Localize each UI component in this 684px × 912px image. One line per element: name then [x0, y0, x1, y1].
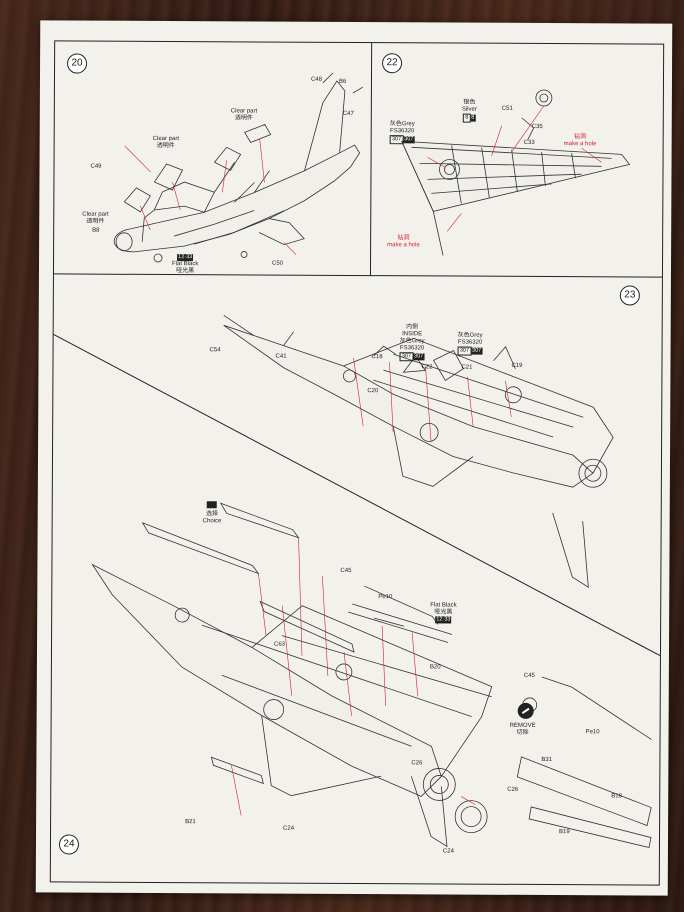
c45-label: C45: [340, 567, 352, 574]
instruction-sheet: 20: [35, 20, 673, 896]
c49-label: C49: [90, 163, 102, 170]
remove-icon: [517, 702, 534, 719]
c45-label-b: C45: [523, 672, 535, 679]
step-20-drawing: [113, 72, 364, 263]
c19-label: C19: [511, 362, 523, 369]
c48-label: C48: [310, 76, 323, 83]
step-22-panel: 22: [370, 43, 664, 278]
c24-label-b: C24: [442, 848, 454, 855]
b21-label: B21: [185, 819, 196, 826]
step-20-panel: 20: [53, 41, 373, 277]
c50-label: C50: [272, 260, 284, 267]
b19-label: B19: [559, 829, 570, 836]
c35-label: C35: [531, 123, 543, 130]
c18-label: C18: [371, 354, 383, 361]
c51-label: C51: [501, 105, 513, 112]
c63-label: C63: [274, 641, 286, 648]
c20-label: C20: [367, 388, 379, 395]
step-22-drawing: [401, 89, 631, 256]
b6-label: B6: [338, 78, 347, 85]
c47-label: C47: [342, 110, 354, 117]
pe10-label-b: Pe10: [585, 729, 600, 736]
instruction-frame: 20: [49, 40, 665, 886]
c24-label-a: C24: [283, 825, 295, 832]
c33-label: C33: [523, 139, 535, 146]
c41-label: C41: [275, 353, 287, 360]
c54-label: C54: [209, 347, 221, 354]
c21-label: C21: [461, 364, 473, 371]
b18-label: B18: [611, 793, 622, 800]
b31-label: B31: [541, 756, 553, 764]
c26-label-a: C26: [411, 760, 423, 767]
step-23-24-drawing: [53, 314, 661, 849]
step-23-24-panel: 23 24: [51, 274, 662, 884]
b8-label: B8: [92, 227, 100, 234]
pe10-label: Pe10: [378, 594, 393, 601]
b20-label: B20: [429, 664, 441, 671]
choice-icon: [207, 501, 218, 509]
c22-label: C22: [421, 364, 433, 371]
c26-label-b: C26: [507, 786, 519, 793]
